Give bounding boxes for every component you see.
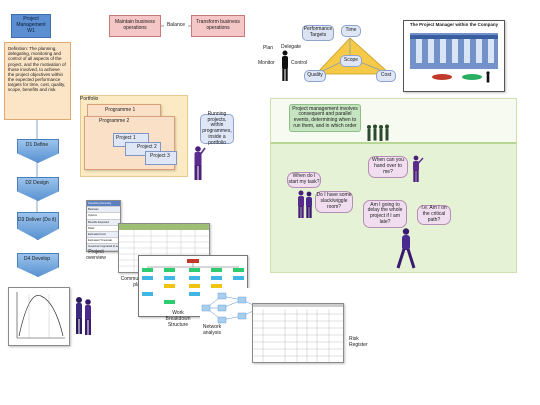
question-critical-path: I.e. Am I on the critical path?	[417, 205, 451, 225]
network-label: Network analysis	[202, 324, 222, 336]
programme-1-label: Programme 1	[105, 107, 136, 113]
balance-label: Balance	[166, 22, 186, 29]
time-box: Time	[341, 25, 361, 37]
overview-row: Investment Appraisal (if available)	[87, 244, 120, 251]
green-intro-text: Project management involves consequent a…	[292, 105, 358, 129]
portfolio-note-text: Running projects, within programmes, ins…	[202, 110, 232, 146]
crowd-silhouette	[367, 124, 389, 141]
project-3-box	[145, 151, 177, 165]
flow-step-4-label: D4 Develop	[23, 256, 51, 263]
portfolio-note: Running projects, within programmes, ins…	[200, 110, 234, 146]
overview-row: Estimated Cost	[87, 231, 120, 239]
scope-box: Scope	[340, 55, 362, 67]
green-intro-box: Project management involves consequent a…	[289, 104, 361, 132]
scope-label: Scope	[343, 57, 359, 64]
project-3-label: Project 3	[150, 153, 170, 159]
pm-title: Project Management W1	[16, 16, 46, 34]
monitor-label: Monitor	[258, 60, 275, 66]
overview-row: Business	[87, 207, 120, 214]
maintain-label: Maintain business operations	[114, 19, 156, 31]
transform-label: Transform business operations	[196, 19, 240, 31]
person-waving	[413, 155, 424, 182]
person-striding	[396, 228, 416, 269]
question-start-task-text: When do I start my task?	[288, 173, 320, 185]
lifecycle-curve-graph	[8, 287, 70, 346]
question-critical-path-text: I.e. Am I on the critical path?	[421, 205, 447, 223]
cost-label: Cost	[380, 72, 392, 79]
portfolio-label: Portfolio	[80, 96, 99, 102]
question-start-task: When do I start my task?	[287, 172, 321, 188]
question-handover-text: When can you hand over to me?	[372, 157, 404, 175]
wbs-label: Work Breakdown Structure	[165, 310, 191, 328]
company-diagram: The Project Manager within the Company	[403, 20, 505, 92]
flow-step-3-label: D3 Deliver (Do it)	[17, 217, 57, 224]
quality-label: Quality	[307, 72, 323, 79]
question-slack-text: Do I have some slack/wiggle room?	[316, 192, 352, 210]
flow-step-2-label: D2 Design	[25, 180, 49, 187]
risk-label: Risk Register	[349, 336, 368, 348]
overview-row: Benefits Expected	[87, 219, 120, 226]
overview-row: Operating Summary	[87, 201, 120, 208]
overview-row: Estimated Timescale	[87, 238, 120, 245]
time-label: Time	[345, 27, 357, 34]
project-2-label: Project 2	[137, 144, 157, 150]
portfolio-presenter	[194, 146, 206, 180]
programme-2-label: Programme 2	[99, 118, 130, 124]
question-delay: Am I going to delay the whole project if…	[363, 200, 407, 228]
performance-targets-label: Performance Targets	[303, 26, 333, 38]
flow-step-1-label: D1 Define	[25, 142, 49, 149]
company-title: The Project Manager within the Company	[409, 22, 499, 28]
balance-arrows	[161, 25, 191, 27]
quality-box: Quality	[304, 70, 326, 82]
overview-row: Risks	[87, 225, 120, 232]
two-people-figure	[76, 297, 91, 335]
definition-text: Definition: The planning, delegating, mo…	[8, 46, 66, 93]
question-slack: Do I have some slack/wiggle room?	[315, 191, 353, 213]
performance-targets-box: Performance Targets	[302, 25, 334, 41]
manager-silhouette	[282, 50, 288, 81]
project-1-label: Project 1	[116, 135, 136, 141]
question-handover: When can you hand over to me?	[368, 156, 408, 178]
pm-title-box: Project Management W1	[11, 14, 51, 38]
transform-box: Transform business operations	[191, 15, 245, 37]
cost-box: Cost	[376, 70, 396, 82]
plan-label: Plan	[263, 45, 274, 51]
couple-figure	[298, 190, 312, 218]
maintain-box: Maintain business operations	[109, 15, 161, 37]
overview-row: Options	[87, 213, 120, 220]
overview-label: Project overview	[86, 249, 106, 261]
question-delay-text: Am I going to delay the whole project if…	[367, 201, 403, 225]
control-label: Control	[291, 60, 308, 66]
risk-register-doc	[252, 303, 344, 363]
delegate-label: Delegate	[281, 44, 302, 50]
definition-box: Definition: The planning, delegating, mo…	[4, 42, 71, 120]
